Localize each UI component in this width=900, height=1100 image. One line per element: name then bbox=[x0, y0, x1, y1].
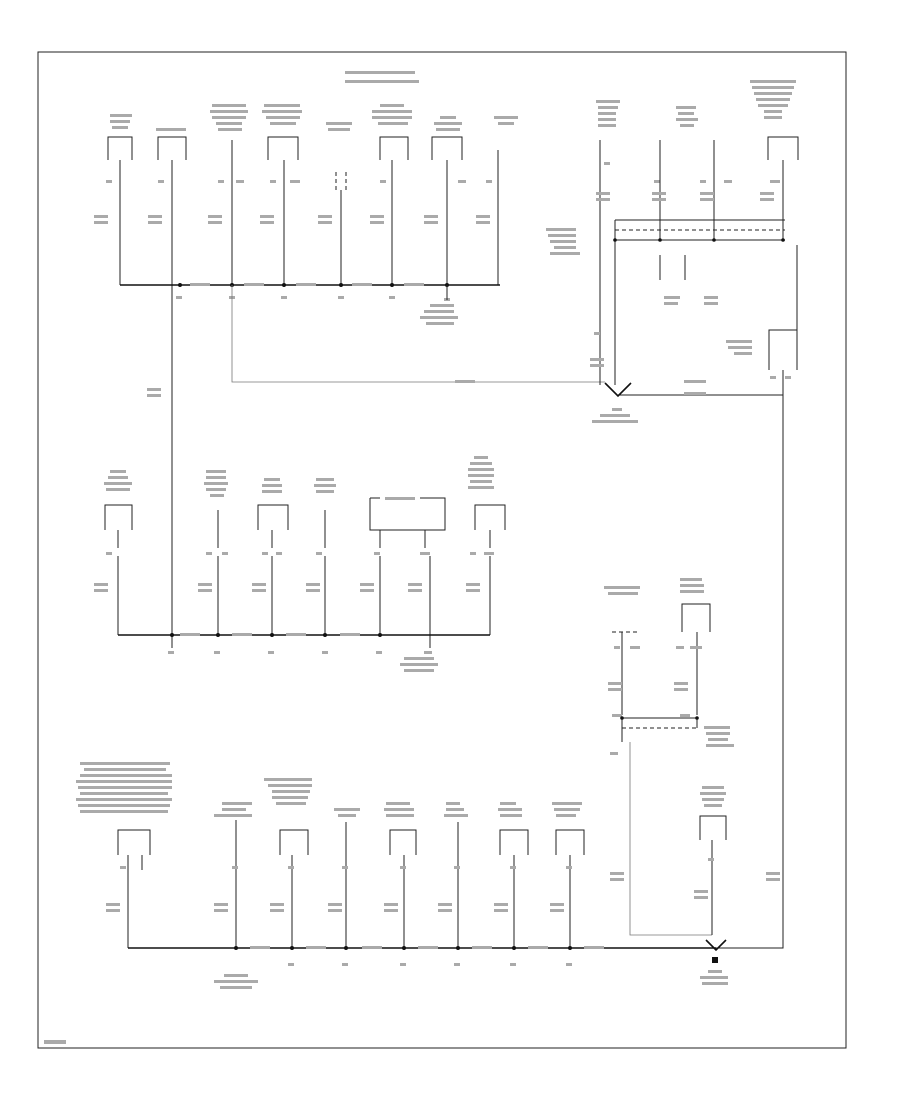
middle-section bbox=[94, 388, 506, 672]
ground-symbol-1 bbox=[604, 382, 632, 398]
diagram-border bbox=[37, 51, 847, 1049]
top-section bbox=[94, 80, 799, 648]
footer-code bbox=[44, 1040, 66, 1044]
right-lower-section bbox=[604, 395, 784, 985]
header-notes bbox=[345, 71, 419, 83]
ground-symbol-2 bbox=[705, 939, 727, 952]
bottom-section bbox=[76, 762, 716, 989]
